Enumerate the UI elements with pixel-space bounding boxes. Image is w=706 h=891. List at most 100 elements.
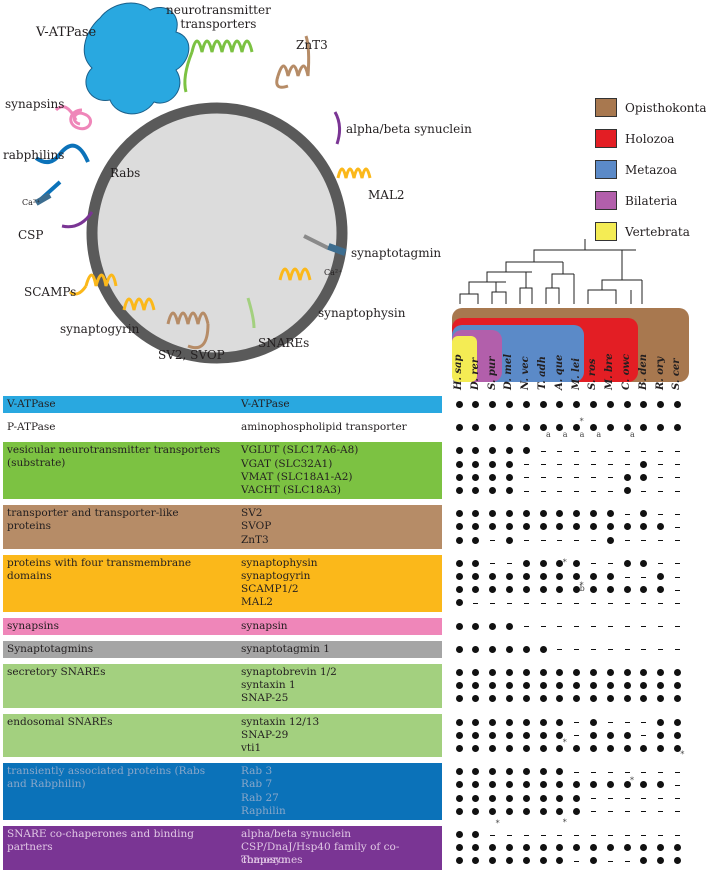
- legend-swatch: [595, 160, 617, 179]
- presence-dot: [539, 586, 547, 594]
- csp-label: CSP: [18, 228, 44, 242]
- absence-dash: [590, 811, 596, 813]
- presence-dot: [556, 559, 564, 567]
- absence-dash: [590, 602, 596, 604]
- presence-dot: [539, 731, 547, 739]
- legend-swatch: [595, 222, 617, 241]
- presence-dot: [455, 536, 463, 544]
- presence-dot: [455, 831, 463, 838]
- snares-label: SNAREs: [258, 336, 310, 350]
- presence-dot: [522, 559, 530, 567]
- annotation-mark: *: [579, 417, 584, 426]
- presence-dot: [539, 807, 547, 815]
- absence-dash: [540, 464, 546, 466]
- znt3-label: ZnT3: [296, 38, 328, 52]
- absence-dash: [658, 513, 664, 515]
- protein-label: VMAT (SLC18A1-A2): [241, 470, 353, 483]
- absence-dash: [658, 834, 664, 836]
- legend-swatch: [595, 191, 617, 210]
- presence-dot: [489, 586, 497, 594]
- synaptotagmin-shape: [303, 234, 329, 250]
- table-row: transporter and transporter-like protein…: [3, 505, 442, 549]
- protein-label: synapsin: [241, 619, 288, 632]
- absence-dash: [658, 540, 664, 542]
- presence-dot: [640, 669, 648, 676]
- presence-dot: [489, 794, 497, 802]
- presence-dot: [472, 781, 480, 789]
- absence-dash: [641, 626, 647, 628]
- presence-dot: [522, 781, 530, 789]
- presence-dot: [505, 718, 513, 726]
- presence-dot: [522, 401, 530, 408]
- presence-dot: [472, 523, 480, 531]
- absence-dash: [674, 589, 680, 591]
- absence-dash: [607, 798, 613, 800]
- absence-dash: [641, 771, 647, 773]
- presence-dot: [606, 586, 614, 594]
- presence-dot: [472, 447, 480, 455]
- absence-dash: [641, 602, 647, 604]
- presence-dot: [573, 510, 581, 518]
- taxonomy-boxes: [452, 308, 689, 382]
- presence-dot: [606, 401, 614, 408]
- presence-dot: [539, 401, 547, 408]
- presence-dot: [589, 573, 597, 580]
- presence-dot: [472, 745, 480, 752]
- presence-dot: [606, 523, 614, 531]
- species-label: T. adh: [537, 356, 548, 390]
- protein-label: VGAT (SLC32A1): [241, 457, 333, 470]
- presence-dot: [472, 559, 480, 567]
- absence-dash: [574, 477, 580, 479]
- presence-dot: [657, 857, 665, 865]
- presence-dot: [606, 682, 614, 690]
- presence-dot: [505, 424, 513, 432]
- presence-dot: [623, 745, 631, 752]
- protein-label: VGLUT (SLC17A6-A8): [241, 444, 359, 457]
- protein-label: synaptophysin: [241, 556, 318, 569]
- legend-swatch: [595, 129, 617, 148]
- legend-item: Metazoa: [595, 160, 677, 179]
- absence-dash: [674, 464, 680, 466]
- presence-dot: [657, 401, 665, 408]
- absence-dash: [607, 834, 613, 836]
- protein-label: Tomosyn: [241, 854, 288, 867]
- presence-dot: [455, 586, 463, 594]
- presence-dot: [640, 523, 648, 531]
- absence-dash: [674, 834, 680, 836]
- presence-dot: [455, 682, 463, 690]
- absence-dash: [674, 811, 680, 813]
- absence-dash: [624, 771, 630, 773]
- absence-dash: [658, 811, 664, 813]
- presence-dot: [573, 807, 581, 815]
- presence-dot: [657, 745, 665, 752]
- neurotransmitter-transporter-shape: [183, 39, 254, 93]
- synaptotagmin-label: synaptotagmin: [351, 246, 442, 260]
- table-row: proteins with four transmembrane domains…: [3, 554, 442, 612]
- presence-dot: [539, 424, 547, 432]
- species-label: N. vec: [520, 356, 532, 390]
- annotation-mark: a: [630, 430, 635, 439]
- absence-dash: [641, 722, 647, 724]
- species-label: R. ory: [654, 356, 666, 390]
- protein-label: vti1: [241, 741, 262, 754]
- category-label: SNARE co-chaperones and binding partners: [7, 828, 194, 853]
- absence-dash: [641, 735, 647, 737]
- presence-dot: [589, 401, 597, 408]
- vesicle-membrane: [86, 102, 348, 364]
- protein-label: aminophospholipid transporter: [241, 421, 407, 434]
- presence-dot: [505, 401, 513, 408]
- absence-dash: [624, 798, 630, 800]
- presence-dot: [455, 669, 463, 676]
- presence-dot: [489, 682, 497, 690]
- annotation-mark: a: [596, 430, 602, 439]
- absence-dash: [607, 464, 613, 466]
- presence-dot: [472, 586, 480, 594]
- presence-dot: [489, 844, 497, 852]
- presence-dot: [489, 768, 497, 776]
- absence-dash: [658, 798, 664, 800]
- absence-dash: [607, 722, 613, 724]
